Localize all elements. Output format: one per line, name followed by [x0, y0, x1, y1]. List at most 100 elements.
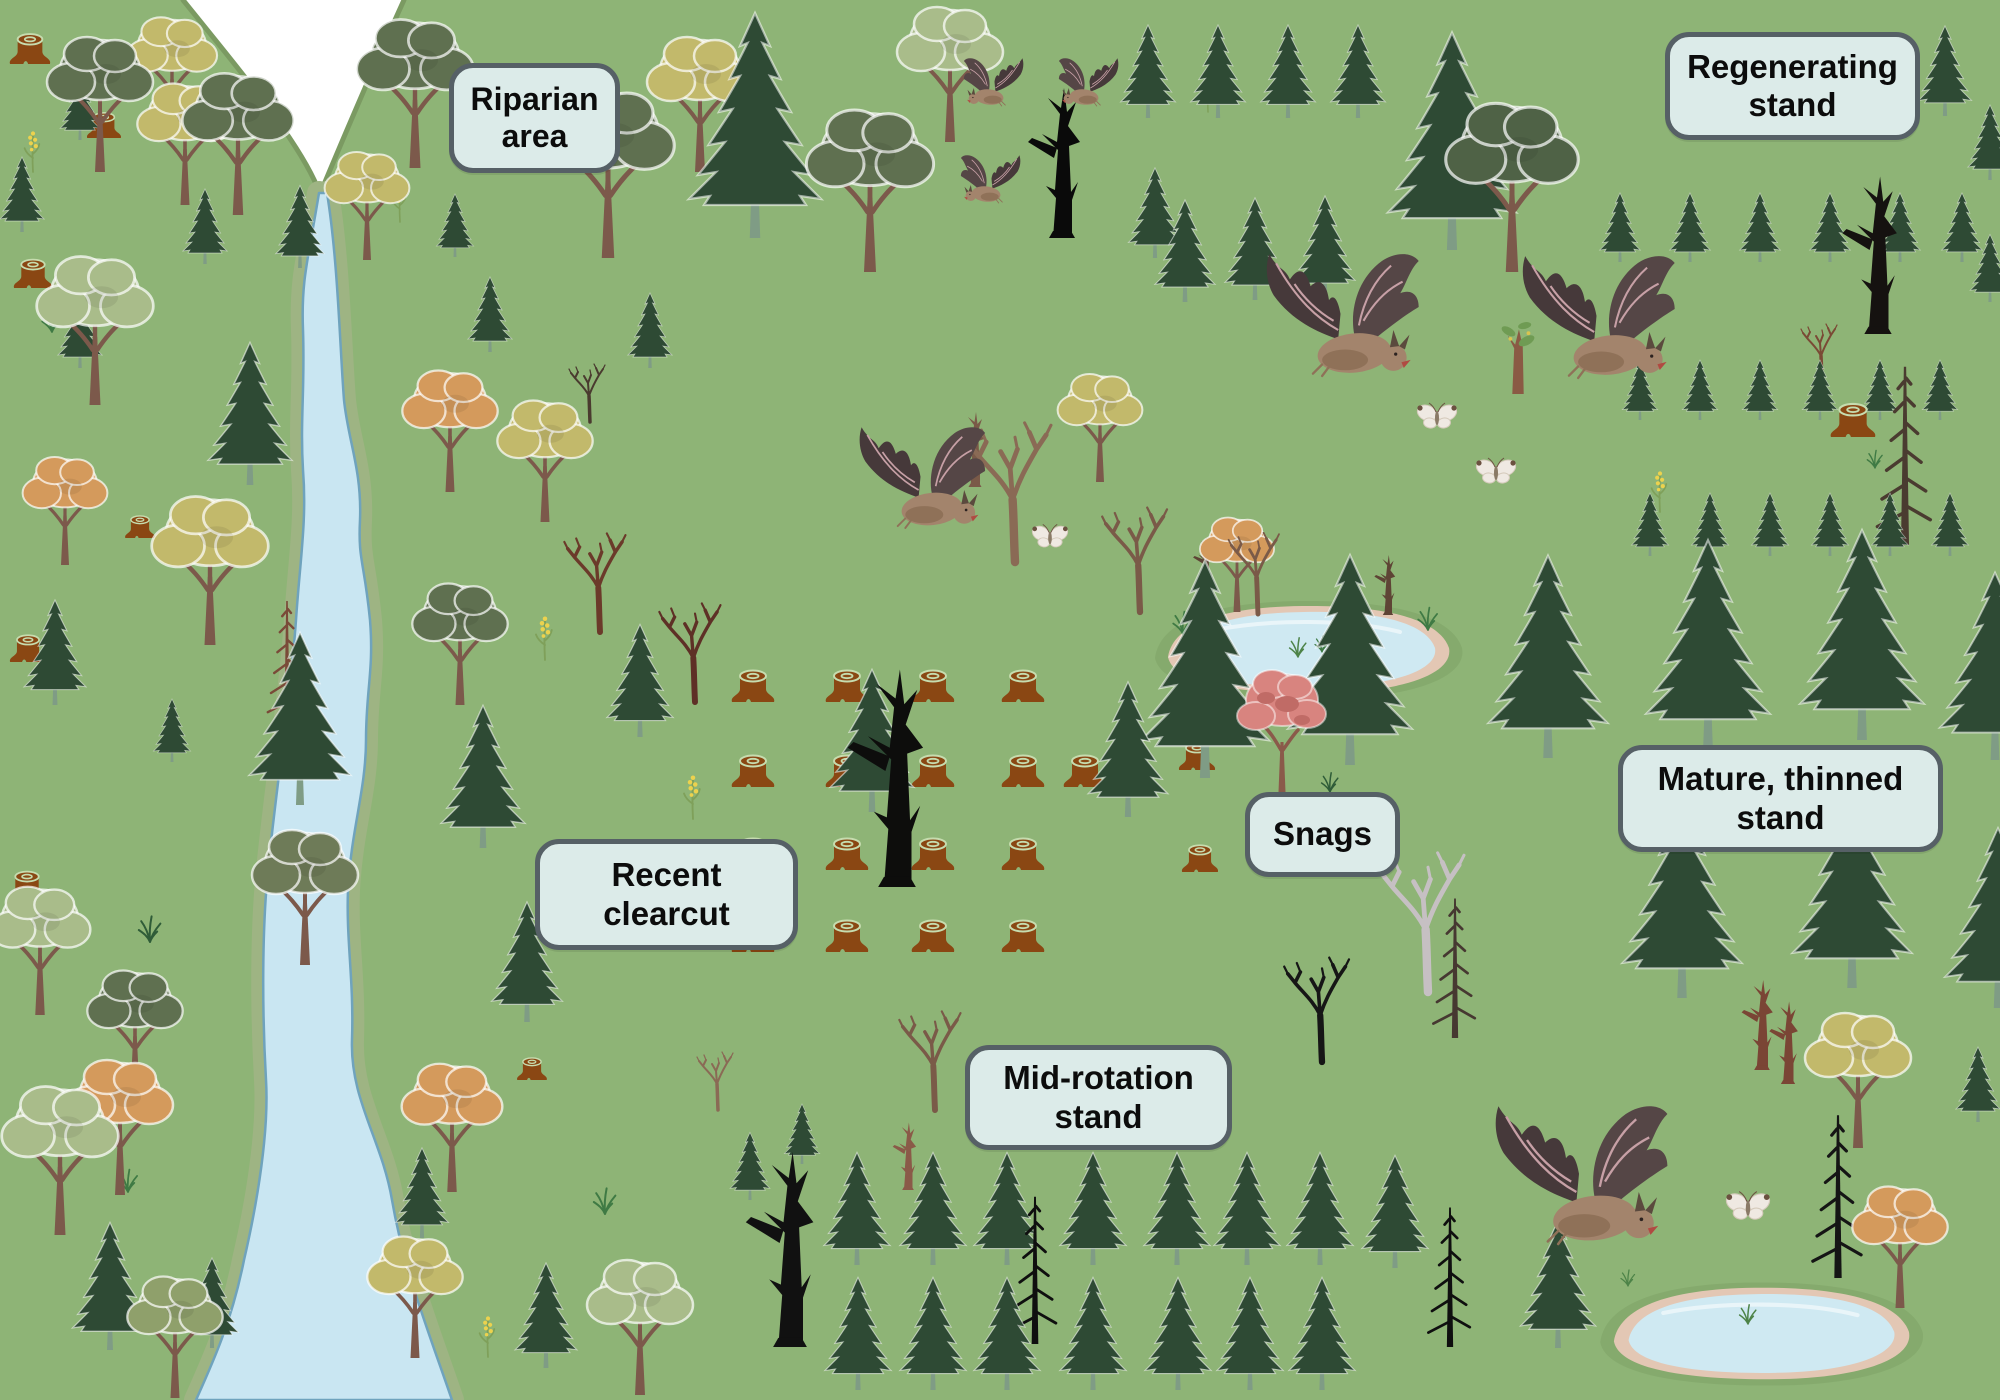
conifer-tree: [823, 1151, 891, 1266]
conifer-tree: [1811, 492, 1849, 557]
grass-tuft: [137, 915, 162, 944]
wildflower: [478, 1315, 496, 1358]
deciduous-tree: [1850, 1184, 1950, 1310]
label-regenerating-stand: Regenerating stand: [1665, 32, 1920, 140]
conifer-tree: [1087, 681, 1169, 818]
deciduous-tree: [1055, 372, 1145, 484]
conifer-tree: [1128, 167, 1182, 259]
tree-stump: [910, 669, 956, 703]
deciduous-tree: [0, 884, 93, 1017]
tree-stump: [824, 837, 870, 871]
pond: [1600, 1282, 1923, 1385]
wildflower: [683, 774, 701, 820]
conifer-tree: [1330, 24, 1386, 119]
conifer-tree: [784, 1103, 820, 1165]
tree-stump: [824, 669, 870, 703]
grass-tuft: [592, 1187, 617, 1216]
conifer-tree: [1799, 528, 1925, 742]
conifer-tree: [1361, 1154, 1429, 1269]
conifer-tree: [824, 1276, 892, 1391]
conifer-tree: [395, 1147, 449, 1239]
bare-tree: [659, 603, 720, 702]
conifer-tree: [153, 698, 191, 763]
conifer-tree: [1939, 571, 2000, 761]
dead-snag: [1842, 176, 1897, 334]
grass-tuft: [1320, 772, 1339, 793]
tree-stump: [8, 33, 52, 65]
deciduous-tree: [1803, 1011, 1913, 1150]
conifer-tree: [1599, 192, 1641, 263]
deciduous-tree: [495, 398, 595, 524]
conifer-tree: [1120, 24, 1176, 119]
conifer-tree: [1922, 359, 1958, 421]
tree-stump: [516, 1057, 548, 1081]
conifer-tree: [207, 341, 293, 486]
bare-tree: [1284, 958, 1349, 1062]
conifer-tree: [1967, 104, 2000, 181]
conifer-tree: [1809, 192, 1851, 263]
tree-stump: [1000, 669, 1046, 703]
dead-snag: [892, 1122, 917, 1190]
label-mature-thinned-stand: Mature, thinned stand: [1618, 745, 1943, 852]
conifer-tree: [436, 193, 474, 258]
tree-stump: [730, 669, 776, 703]
tree-stump: [1000, 837, 1046, 871]
butterfly: [1722, 1189, 1774, 1221]
conifer-tree: [1260, 24, 1316, 119]
conifer-tree: [1918, 25, 1972, 117]
conifer-tree: [1059, 1276, 1127, 1391]
conifer-tree: [899, 1276, 967, 1391]
conifer-tree: [973, 1151, 1041, 1266]
grass-tuft: [1620, 1269, 1636, 1287]
conifer-tree: [1487, 554, 1609, 760]
conifer-tree: [1059, 1151, 1127, 1266]
conifer-tree: [440, 704, 526, 849]
tree-stump: [1178, 742, 1216, 771]
conifer-tree: [1144, 1276, 1212, 1391]
conifer-tree: [1742, 359, 1778, 421]
bat: [1494, 1104, 1669, 1246]
deciduous-tree: [20, 455, 110, 567]
conifer-tree: [1669, 192, 1711, 263]
tree-stump: [1181, 844, 1219, 873]
deciduous-tree: [806, 110, 933, 272]
bat: [858, 426, 987, 530]
conifer-tree: [1739, 192, 1781, 263]
conifer-tree: [1631, 492, 1669, 557]
butterfly: [1473, 456, 1519, 485]
tree-stump: [124, 515, 156, 539]
conifer-tree: [1941, 192, 1983, 263]
conifer-tree: [606, 623, 674, 738]
conifer-tree: [729, 1132, 771, 1201]
conifer-tree: [1190, 24, 1246, 119]
conifer-tree: [467, 276, 513, 353]
label-snags: Snags: [1245, 792, 1400, 877]
deciduous-tree: [2, 1087, 119, 1236]
bat: [960, 154, 1021, 204]
label-mid-rotation-stand: Mid-rotation stand: [965, 1045, 1232, 1150]
butterfly: [1414, 401, 1460, 430]
bare-tree: [695, 1050, 735, 1112]
deciduous-tree: [585, 1258, 695, 1397]
dead-snag: [1028, 88, 1080, 238]
bat: [1058, 57, 1119, 107]
label-recent-clearcut: Recent clearcut: [535, 839, 798, 950]
conifer-tree: [1955, 1046, 2000, 1123]
tree-stump: [910, 919, 956, 953]
sky-gap: [183, 0, 404, 194]
deciduous-tree: [410, 581, 510, 707]
conifer-tree: [1213, 1151, 1281, 1266]
conifer-tree: [1751, 492, 1789, 557]
butterfly: [1029, 523, 1071, 549]
tree-stump: [1000, 754, 1046, 788]
conifer-tree: [1143, 1151, 1211, 1266]
bat: [1521, 254, 1676, 380]
conifer-tree: [1216, 1276, 1284, 1391]
tree-stump: [824, 919, 870, 953]
conifer-tree: [0, 156, 45, 233]
wildflower: [535, 615, 553, 661]
deciduous-tree: [400, 368, 500, 494]
tree-stump: [910, 837, 956, 871]
